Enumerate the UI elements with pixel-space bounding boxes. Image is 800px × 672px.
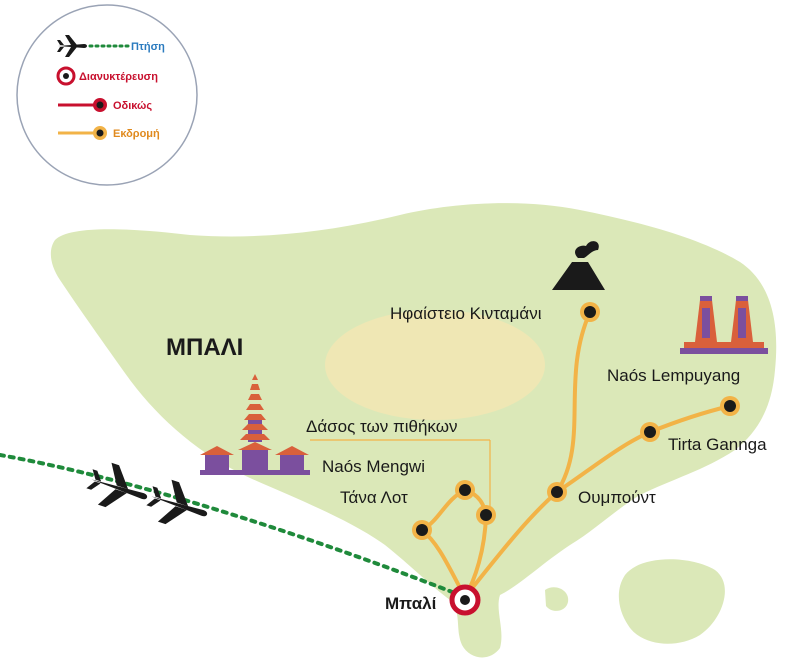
- gate-icon: [680, 296, 768, 354]
- flight-path: [0, 453, 467, 599]
- marker-tanah-lot[interactable]: [412, 520, 432, 540]
- label-mengwi: Naós Mengwi: [322, 457, 425, 476]
- legend-road-icon: [93, 98, 107, 112]
- route-ubud-kintamani: [555, 310, 592, 494]
- marker-ubud[interactable]: [547, 482, 567, 502]
- small-island: [545, 587, 569, 611]
- legend-airplane-icon: [57, 35, 87, 57]
- label-tirta-gangga: Tirta Gannga: [668, 435, 767, 454]
- route-ubud-tirta: [555, 430, 652, 494]
- legend-excursion-label: Εκδρομή: [113, 128, 160, 140]
- nusa-penida-island: [618, 559, 725, 644]
- legend-road-label: Οδικώς: [113, 100, 152, 112]
- airplane-icon: [146, 479, 208, 525]
- label-ubud: Ουμπούντ: [578, 488, 656, 507]
- temple-icon: [200, 374, 310, 475]
- label-lempuyang: Naós Lempuyang: [607, 366, 740, 385]
- volcano-icon: [552, 241, 605, 290]
- route-bali-ubud: [463, 490, 559, 599]
- marker-kintamani[interactable]: [580, 302, 600, 322]
- legend-overnight-icon: [56, 66, 76, 86]
- label-tanah-lot: Τάνα Λοτ: [340, 488, 408, 507]
- label-kintamani: Ηφαίστειο Κινταμάνι: [390, 304, 542, 323]
- airplane-icon: [86, 462, 148, 508]
- legend-excursion-icon: [93, 126, 107, 140]
- label-monkey-forest: Δάσος των πιθήκων: [306, 417, 458, 436]
- legend: Πτήση Διανυκτέρευση Οδικώς Εκδρομή: [16, 4, 198, 186]
- marker-monkey-forest[interactable]: [476, 505, 496, 525]
- central-highlands: [325, 310, 545, 420]
- marker-mengwi[interactable]: [455, 480, 475, 500]
- marker-lempuyang[interactable]: [720, 396, 740, 416]
- island-label: ΜΠΑΛΙ: [166, 334, 243, 361]
- label-bali: Μπαλί: [385, 594, 437, 613]
- marker-tirta-gangga[interactable]: [640, 422, 660, 442]
- legend-flight-label: Πτήση: [131, 41, 165, 53]
- legend-overnight-label: Διανυκτέρευση: [79, 71, 158, 83]
- marker-bali-base[interactable]: [449, 584, 481, 616]
